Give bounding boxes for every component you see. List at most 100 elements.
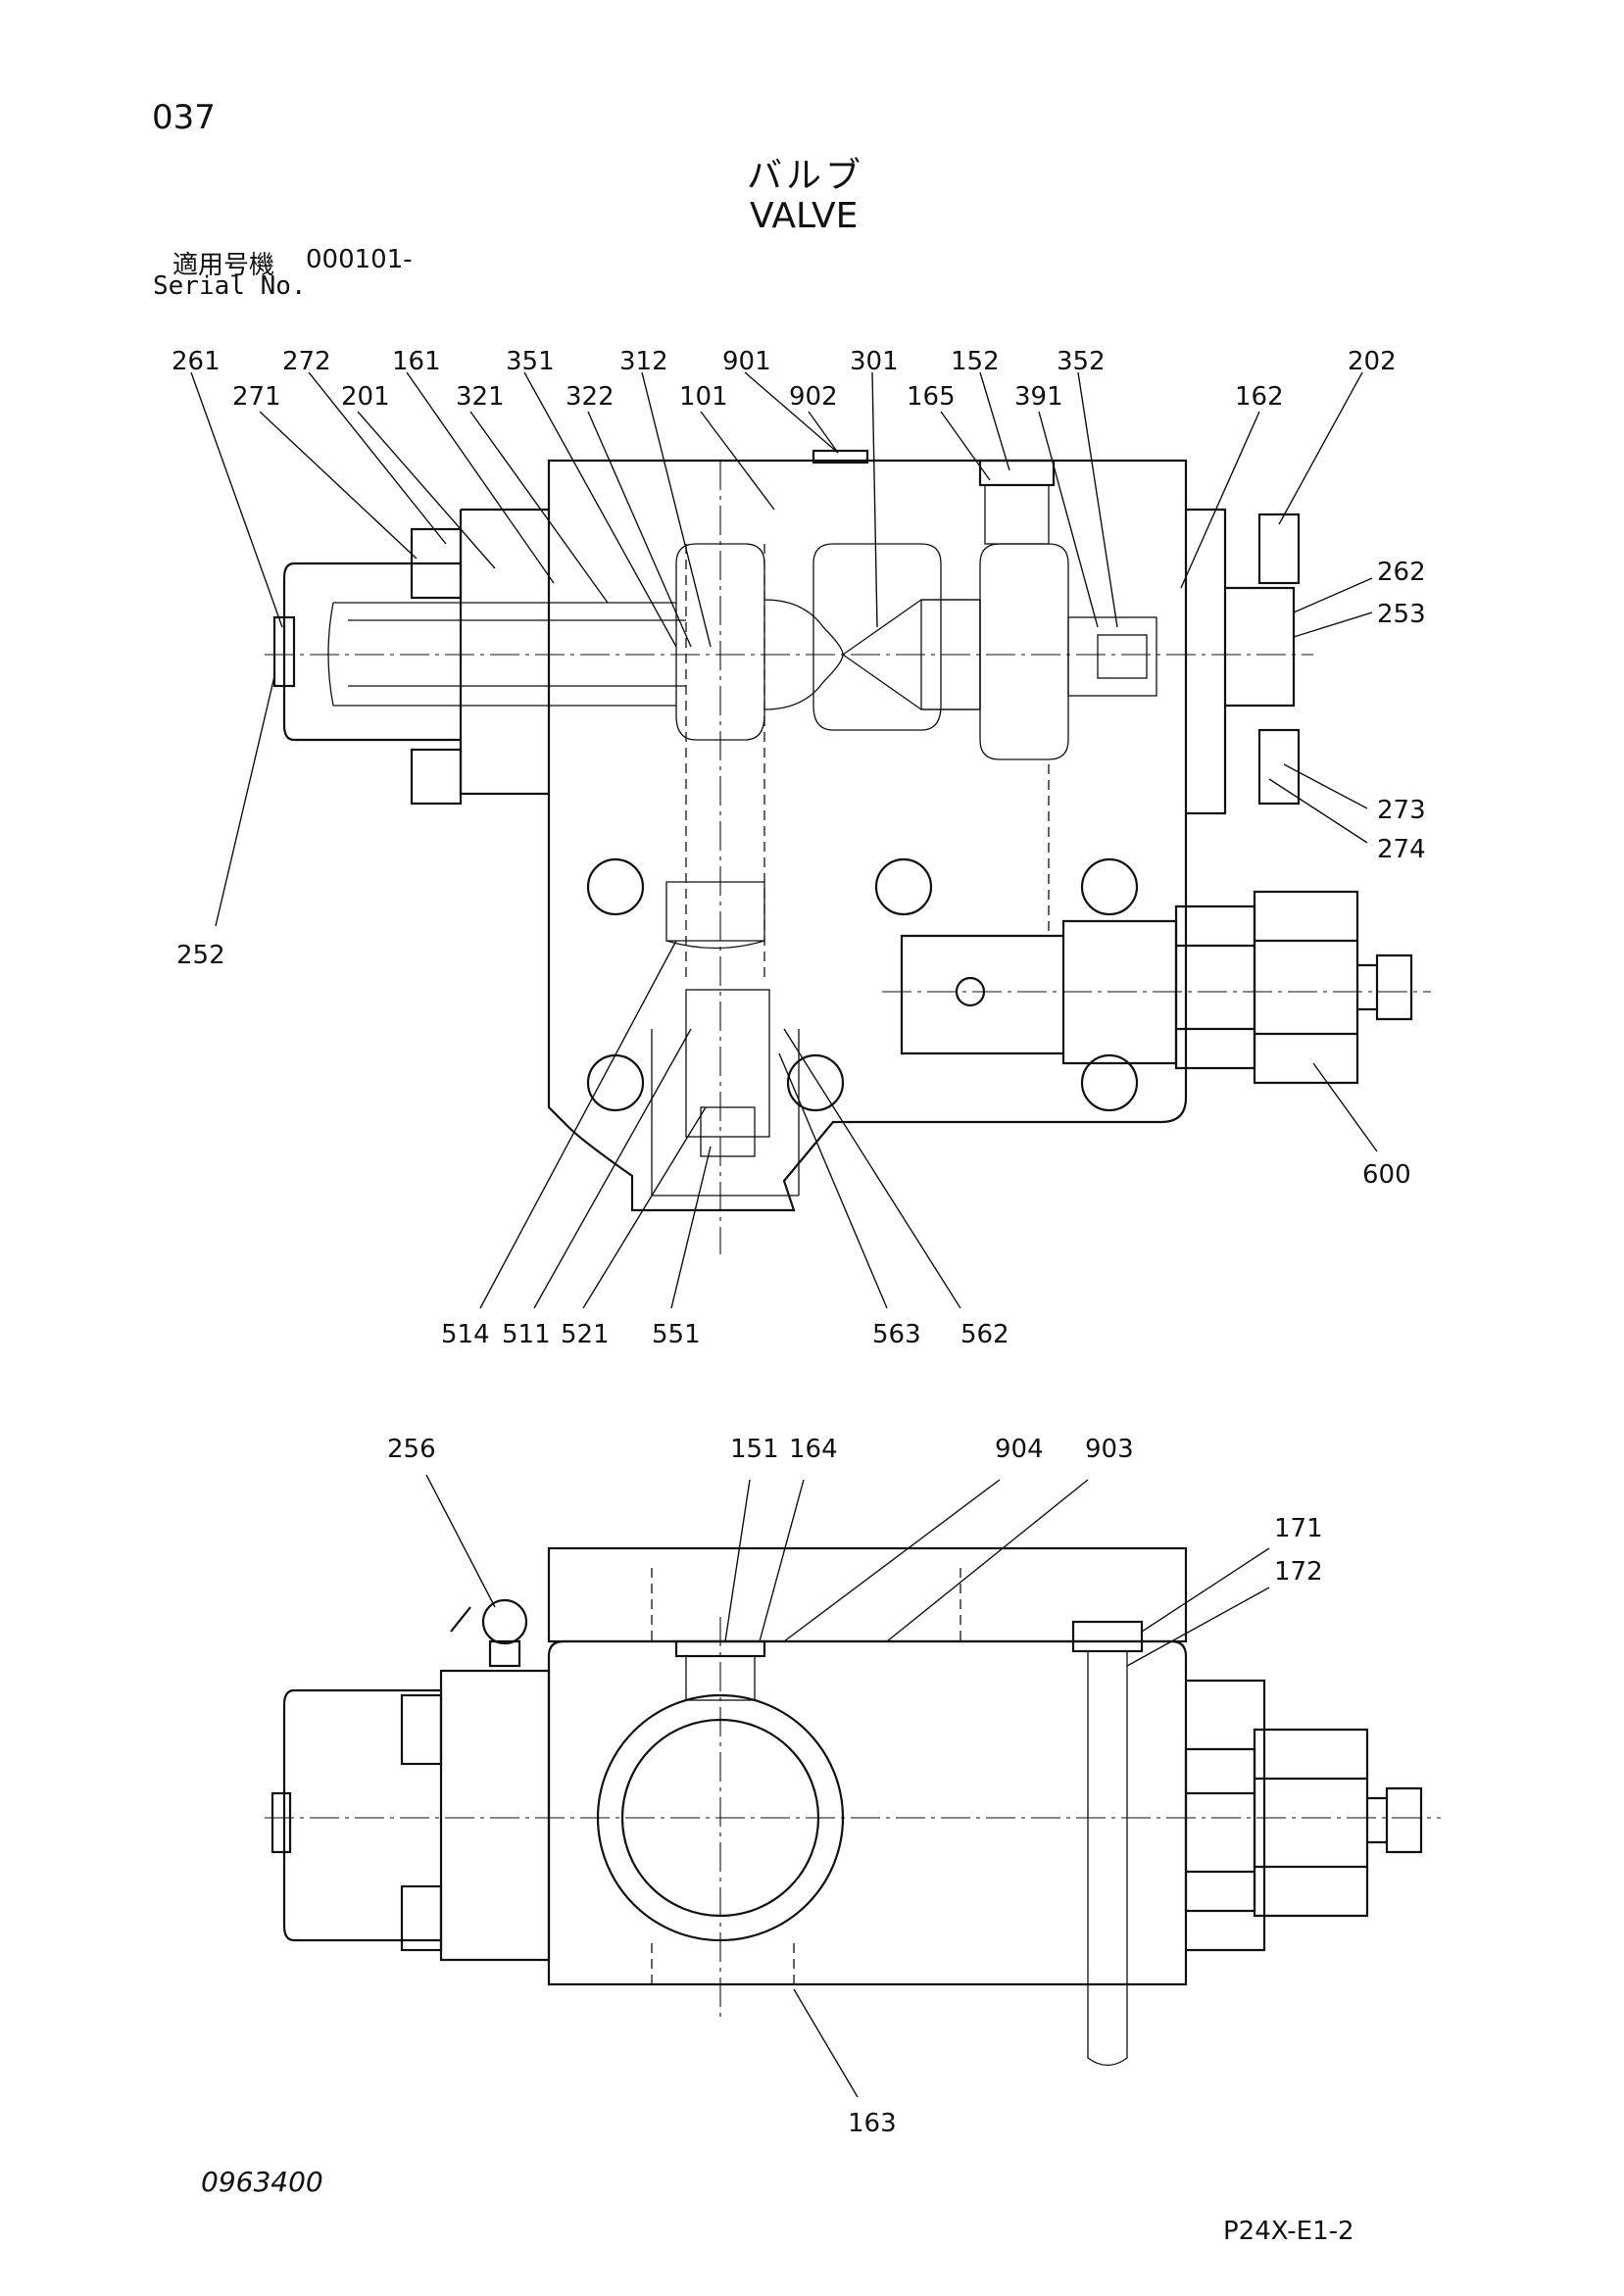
leader-352	[1077, 371, 1118, 628]
callout-322: 322	[566, 382, 615, 412]
leader-252	[215, 675, 275, 927]
callout-904: 904	[995, 1435, 1044, 1464]
leader-172	[1126, 1587, 1270, 1667]
callout-600: 600	[1362, 1160, 1411, 1190]
callout-563: 563	[872, 1320, 921, 1349]
document-number: 0963400	[201, 2166, 323, 2198]
leader-600	[1312, 1062, 1378, 1152]
serial-label-japanese: 適用号機	[172, 251, 275, 280]
callout-901: 901	[722, 347, 771, 376]
callout-562: 562	[960, 1320, 1009, 1349]
top-fitting-body	[984, 484, 1050, 545]
callout-511: 511	[502, 1320, 551, 1349]
breather-stem	[450, 1606, 521, 1668]
leader-562	[783, 1028, 961, 1309]
leader-563	[778, 1052, 888, 1309]
callout-352: 352	[1057, 347, 1106, 376]
chamber-center	[812, 543, 942, 731]
chamber-left	[675, 543, 765, 741]
cap-screw-upper-right	[1257, 513, 1301, 585]
left-flange	[459, 508, 549, 796]
title-english: VALVE	[750, 196, 859, 236]
leader-162	[1180, 411, 1260, 589]
leader-902	[808, 411, 839, 454]
leader-301	[871, 371, 878, 628]
cap-screw-lower-left	[410, 748, 463, 806]
callout-262: 262	[1377, 558, 1426, 587]
callout-152: 152	[951, 347, 1000, 376]
cap-screw-upper-left	[410, 527, 463, 600]
callout-151: 151	[730, 1435, 779, 1464]
leader-901	[744, 371, 839, 454]
leader-202	[1278, 371, 1363, 525]
leader-163	[793, 1988, 859, 2098]
sheet-reference: P24X-E1-2	[1223, 2217, 1354, 2246]
right-adjust-screw	[1367, 1786, 1423, 1854]
plug-261	[272, 615, 296, 688]
cover-screw-lower	[400, 1884, 443, 1952]
leader-351	[523, 371, 677, 648]
title-japanese: バルブ	[747, 156, 865, 196]
leader-151	[724, 1479, 751, 1642]
leader-201	[357, 411, 496, 569]
page-number: 037	[152, 98, 216, 137]
cartridge-hex-nut	[1174, 904, 1256, 1070]
callout-273: 273	[1377, 796, 1426, 825]
callout-202: 202	[1348, 347, 1397, 376]
leader-551	[670, 1146, 712, 1309]
callout-301: 301	[850, 347, 899, 376]
leader-514	[479, 940, 677, 1309]
leader-164	[759, 1479, 805, 1642]
section-view	[265, 449, 1431, 1254]
callout-514: 514	[441, 1320, 490, 1349]
leader-312	[641, 371, 712, 648]
callout-312: 312	[619, 347, 668, 376]
leader-253	[1293, 611, 1373, 638]
main-body-block	[547, 1639, 1188, 1986]
cartridge-large-hex	[1253, 890, 1359, 1085]
callout-164: 164	[789, 1435, 838, 1464]
callout-903: 903	[1085, 1435, 1134, 1464]
callout-551: 551	[652, 1320, 701, 1349]
lower-sleeve	[651, 1029, 800, 1197]
leader-152	[979, 371, 1010, 471]
callout-391: 391	[1014, 382, 1063, 412]
callout-253: 253	[1377, 600, 1426, 629]
lower-spool	[685, 989, 770, 1138]
left-cover	[282, 1669, 551, 1962]
callout-101: 101	[679, 382, 728, 412]
leader-256	[425, 1474, 496, 1608]
mounting-hole	[1080, 857, 1139, 916]
callout-902: 902	[789, 382, 838, 412]
top-plate-902	[812, 449, 869, 464]
leader-521	[582, 1106, 707, 1309]
callout-272: 272	[282, 347, 331, 376]
leader-903	[886, 1479, 1089, 1642]
through-bolt	[1087, 1651, 1128, 2067]
cartridge-adjust-screw	[1357, 953, 1413, 1021]
leader-262	[1293, 577, 1373, 613]
mounting-hole	[586, 1053, 645, 1112]
leader-lines	[190, 371, 1378, 2098]
top-body-block	[547, 1546, 1188, 1643]
leader-273	[1283, 763, 1368, 809]
leader-391	[1038, 411, 1099, 628]
leader-322	[587, 411, 692, 648]
callout-171: 171	[1274, 1514, 1323, 1543]
cover-plug	[271, 1791, 292, 1854]
leader-274	[1268, 778, 1368, 844]
breather-256	[481, 1598, 528, 1645]
callout-161: 161	[392, 347, 441, 376]
left-end-cap	[282, 562, 461, 742]
valve-body-outline	[547, 459, 1188, 1212]
valve-seat	[1097, 634, 1148, 679]
hidden-line	[685, 544, 1050, 980]
callout-274: 274	[1377, 835, 1426, 864]
mounting-hole	[586, 857, 645, 916]
lower-plunger	[700, 1106, 756, 1157]
leader-261	[190, 371, 283, 628]
top-plug-152	[978, 459, 1056, 487]
hidden-line	[651, 1568, 961, 1984]
